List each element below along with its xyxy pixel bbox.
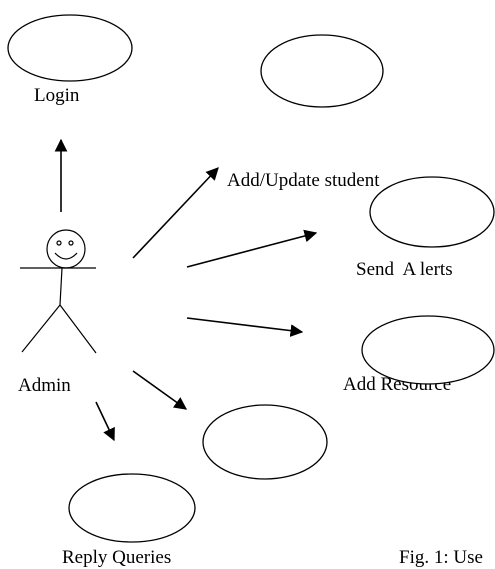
use-case-unlabeled bbox=[202, 404, 328, 480]
use-case-reply-queries: Reply Queries bbox=[62, 473, 196, 568]
use-case-send-alerts-label: Send A lerts bbox=[356, 259, 453, 280]
use-case-add-resource: Add Resource bbox=[343, 315, 495, 395]
arrow-to-add-update-student bbox=[132, 167, 219, 259]
arrow-to-send-alerts bbox=[186, 229, 318, 268]
use-case-unlabeled-ellipse bbox=[202, 404, 328, 480]
actor-admin: Admin bbox=[18, 229, 97, 396]
use-case-add-update-student-label: Add/Update student bbox=[227, 170, 380, 191]
use-case-add-update-student-ellipse bbox=[260, 34, 384, 108]
use-case-add-resource-ellipse bbox=[361, 315, 495, 385]
figure-caption: Fig. 1: Use bbox=[399, 547, 483, 568]
arrow-to-add-resource bbox=[186, 317, 304, 337]
use-case-login-label: Login bbox=[34, 85, 80, 106]
use-case-reply-queries-label: Reply Queries bbox=[62, 547, 171, 568]
use-case-add-update-student: Add/Update student bbox=[227, 34, 384, 191]
use-case-login-ellipse bbox=[7, 14, 133, 82]
arrow-to-unlabeled bbox=[132, 370, 188, 410]
use-case-send-alerts-ellipse bbox=[369, 176, 495, 248]
use-case-send-alerts: Send A lerts bbox=[356, 176, 495, 280]
actor-admin-label: Admin bbox=[18, 375, 71, 396]
stick-figure-icon bbox=[20, 229, 97, 354]
arrow-to-reply-queries bbox=[95, 401, 115, 442]
use-case-login: Login bbox=[7, 14, 133, 106]
use-case-reply-queries-ellipse bbox=[68, 473, 196, 543]
